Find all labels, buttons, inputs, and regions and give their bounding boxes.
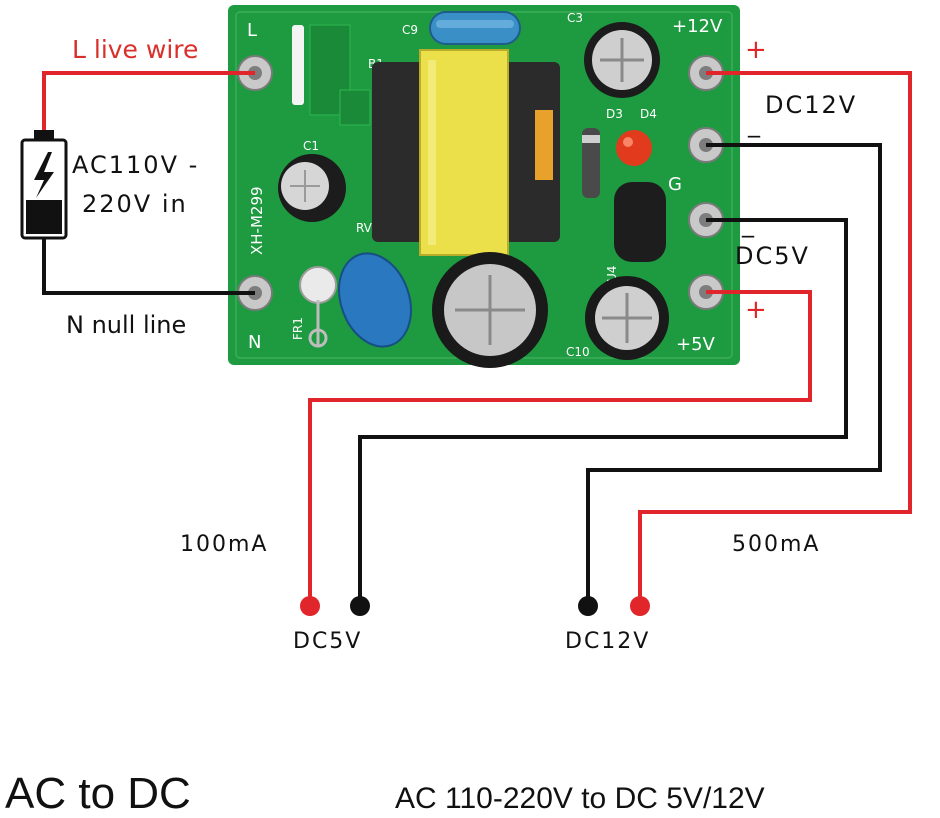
silk-c9: C9 (402, 23, 418, 37)
capacitor-main (432, 252, 548, 368)
smd-area-2 (339, 89, 371, 126)
terminal-5v-negative (350, 596, 370, 616)
silk-d3: D3 (606, 107, 623, 121)
silk-model: XH-M299 (248, 186, 266, 255)
led-d4 (616, 130, 652, 166)
transformer-core-left (372, 62, 424, 242)
capacitor-c10 (585, 276, 669, 360)
capacitor-c9-shine (436, 20, 514, 28)
diode-d3 (582, 128, 600, 198)
battery-fill (26, 200, 62, 234)
wire-live (42, 71, 255, 130)
silk-N: N (248, 332, 261, 353)
terminal-12v-positive (630, 596, 650, 616)
label-current-12v: 500mA (732, 532, 820, 557)
silk-c1: C1 (303, 139, 319, 153)
label-plus-5v: + (745, 295, 767, 325)
wire-12v-negative (586, 143, 882, 605)
regulator-u4 (614, 182, 666, 262)
label-minus-12v: _ (747, 110, 761, 138)
label-dc5v-right: DC5V (735, 242, 810, 270)
label-ac-in-line1: AC110V - (72, 151, 199, 179)
pcb-board: L N +12V G +5V XH-M299 C1 C3 C9 C10 B1 D… (228, 5, 740, 368)
fuse-fr1 (299, 266, 337, 348)
footer-title: AC to DC (5, 769, 191, 818)
label-plus-12v: + (745, 35, 767, 65)
silk-G: G (668, 174, 682, 195)
footer-subtitle: AC 110-220V to DC 5V/12V (395, 782, 765, 815)
diode-d3-band (582, 135, 600, 143)
white-slot (292, 25, 304, 105)
capacitor-c3 (584, 22, 660, 98)
wire-5v-negative (358, 218, 848, 605)
led-d4-shine (623, 137, 633, 147)
silk-c10: C10 (566, 345, 590, 359)
label-minus-5v: _ (741, 210, 755, 238)
silk-fr1: FR1 (291, 317, 305, 340)
silk-c3: C3 (567, 11, 583, 25)
label-dc12v-top: DC12V (765, 91, 857, 119)
wire-null (42, 238, 255, 295)
label-live-wire: L live wire (72, 35, 198, 64)
transformer-shine (428, 60, 436, 245)
silk-12v: +12V (672, 16, 723, 37)
transformer-core-right (500, 62, 560, 242)
silk-d4: D4 (640, 107, 657, 121)
silk-rv: RV (356, 221, 373, 235)
label-dc5v-bottom: DC5V (293, 629, 362, 654)
wire-5v-positive (308, 290, 812, 605)
label-dc12v-bottom: DC12V (565, 629, 650, 654)
ac-source-icon (20, 130, 68, 240)
wire-12v-positive (638, 71, 912, 605)
label-current-5v: 100mA (180, 532, 268, 557)
terminal-5v-positive (300, 596, 320, 616)
transformer-tape (535, 110, 553, 180)
capacitor-c1 (278, 154, 346, 222)
label-ac-in-line2: 220V in (82, 190, 188, 218)
silk-L: L (247, 20, 257, 41)
lightning-bolt-icon (34, 152, 54, 198)
terminal-12v-negative (578, 596, 598, 616)
transformer-b1 (372, 49, 560, 256)
silk-5v: +5V (676, 334, 716, 355)
battery-cap (34, 130, 54, 140)
varistor-rv (338, 252, 412, 348)
label-null-line: N null line (66, 311, 186, 339)
